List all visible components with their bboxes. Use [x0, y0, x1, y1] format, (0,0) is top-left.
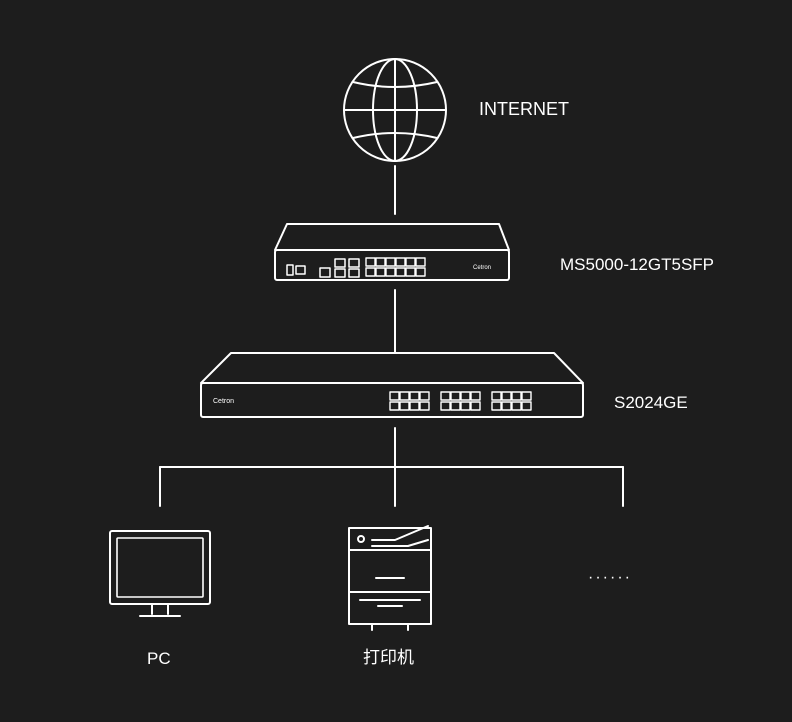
internet-label: INTERNET	[479, 99, 569, 119]
router-label: MS5000-12GT5SFP	[560, 255, 715, 274]
monitor-icon	[109, 530, 211, 617]
link-switch-clients	[159, 427, 624, 507]
switch-brand: Cetron	[213, 398, 234, 405]
printer-label: 打印机	[363, 648, 414, 668]
router-brand: Cetron	[473, 265, 491, 271]
pc-label: PC	[147, 649, 171, 668]
router-ports	[365, 257, 426, 277]
switch-icon	[200, 352, 584, 418]
switch-ports	[389, 391, 532, 411]
globe-icon	[343, 58, 447, 162]
switch-label: S2024GE	[614, 393, 688, 412]
router-icon	[274, 223, 510, 281]
printer-icon	[348, 525, 432, 631]
more-devices-ellipsis: ······	[588, 569, 632, 586]
